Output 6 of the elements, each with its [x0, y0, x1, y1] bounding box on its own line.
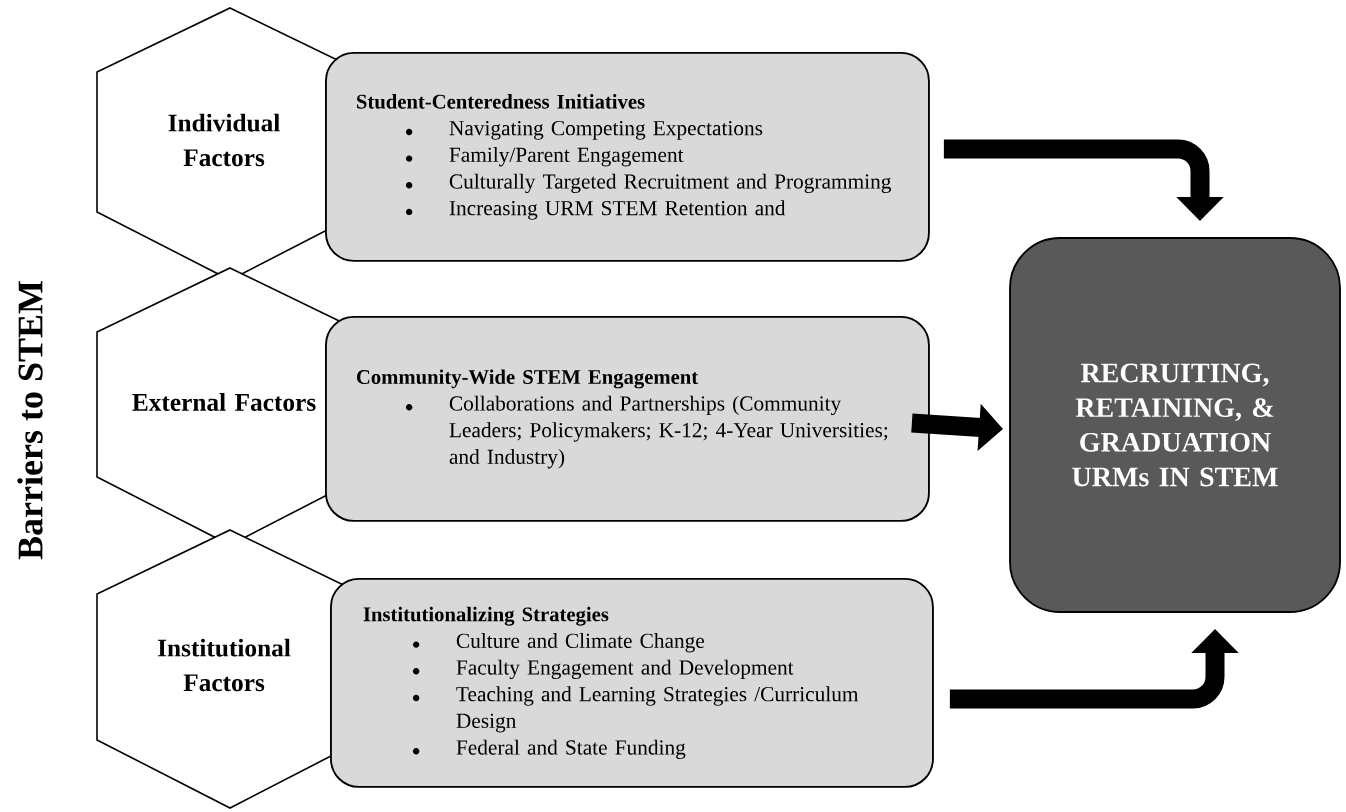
- side-label: Barriers to STEM: [17, 281, 43, 560]
- strategy-box: Student-Centeredness Initiatives Navigating Competing Expectations Family/Parent Engagement Culturally Targeted Recruitment and Programming Increasing URM STEM Retention and: [325, 52, 930, 262]
- outcome-box: RECRUITING, RETAINING, & GRADUATION URMs IN STEM: [1009, 237, 1341, 613]
- node-label: Institutional Factors: [157, 638, 291, 692]
- strategy-box: Community-Wide STEM Engagement Collaborations and Partnerships (Community Leaders; Policymakers; K-12; 4-Year Universities; and Industry): [325, 316, 930, 522]
- strategy-box: Institutionalizing Strategies Culture and Climate Change Faculty Engagement and Development Teaching and Learning Strategies /Curriculum Design Federal and State Funding: [330, 578, 934, 788]
